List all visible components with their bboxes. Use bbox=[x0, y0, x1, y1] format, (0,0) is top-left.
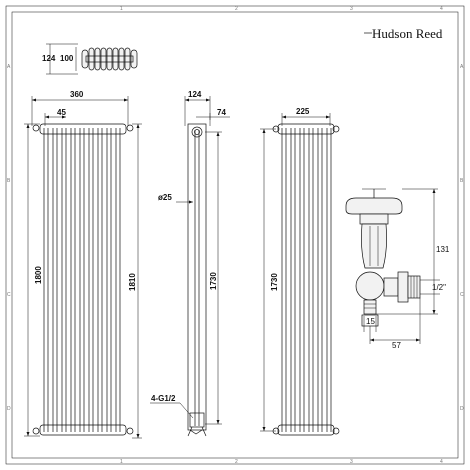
valve-height-label: 131 bbox=[436, 245, 450, 254]
side-bottom-bracket bbox=[189, 412, 205, 428]
grid-row-d: D bbox=[7, 406, 11, 412]
rear-view-columns bbox=[272, 123, 340, 436]
brand-name: Hudson Reed bbox=[372, 26, 443, 41]
front-height-inner-label: 1810 bbox=[128, 273, 137, 291]
grid-row-d-right: D bbox=[460, 406, 464, 412]
side-view-body bbox=[187, 123, 207, 431]
side-connections-label: 4-G1/2 bbox=[151, 394, 176, 403]
grid-row-labels-right: A B C D bbox=[460, 64, 464, 412]
valve-ball bbox=[355, 271, 385, 301]
side-offset-label: 74 bbox=[217, 108, 226, 117]
valve-length-label: 57 bbox=[392, 341, 401, 350]
valve-tail-label: 15 bbox=[366, 317, 375, 326]
front-height-label: 1800 bbox=[34, 266, 43, 284]
grid-col-2: 2 bbox=[235, 6, 238, 12]
grid-row-b: B bbox=[7, 178, 11, 184]
side-depth-label: 124 bbox=[188, 90, 202, 99]
grid-row-labels-left: A B C D bbox=[7, 64, 11, 412]
grid-row-a-right: A bbox=[460, 64, 464, 70]
front-view: 360 45 bbox=[24, 90, 142, 439]
valve-handle-icon bbox=[345, 197, 403, 215]
grid-col-1: 1 bbox=[120, 6, 123, 12]
grid-col-3: 3 bbox=[350, 6, 353, 12]
grid-col-3-bottom: 3 bbox=[350, 459, 353, 465]
front-view-columns bbox=[32, 123, 134, 436]
side-tube-diameter-label: ø25 bbox=[158, 193, 172, 202]
rear-connection-height-label: 1730 bbox=[270, 273, 279, 291]
grid-row-a: A bbox=[7, 64, 11, 70]
side-connection-height-label: 1730 bbox=[209, 272, 218, 290]
grid-column-labels-top: 1 2 3 4 bbox=[120, 6, 443, 12]
front-width-label: 360 bbox=[70, 90, 84, 99]
grid-row-c-right: C bbox=[460, 292, 464, 298]
brand-logo: Hudson Reed bbox=[364, 26, 443, 41]
top-section-label: 100 bbox=[60, 54, 74, 63]
side-view: 124 74 ø25 1730 4-G1/2 bbox=[150, 90, 230, 437]
rear-centres-label: 225 bbox=[296, 107, 310, 116]
valve-body bbox=[361, 223, 387, 269]
grid-col-4-bottom: 4 bbox=[440, 459, 443, 465]
grid-column-labels-bottom: 1 2 3 4 bbox=[120, 459, 443, 465]
side-top-connection bbox=[191, 126, 203, 138]
top-view-sections bbox=[81, 47, 138, 71]
grid-col-1-bottom: 1 bbox=[120, 459, 123, 465]
valve-thread-label: 1/2" bbox=[432, 283, 446, 292]
rear-view: 225 1730 bbox=[260, 107, 340, 436]
drawing-border-inner bbox=[11, 11, 459, 459]
front-spacing-label: 45 bbox=[57, 108, 66, 117]
grid-row-c: C bbox=[7, 292, 11, 298]
grid-row-b-right: B bbox=[460, 178, 464, 184]
top-view: 124 100 bbox=[42, 43, 138, 75]
top-depth-label: 124 bbox=[42, 54, 56, 63]
valve-tail-nut bbox=[397, 271, 409, 303]
drawing-border-outer bbox=[5, 5, 465, 465]
grid-col-2-bottom: 2 bbox=[235, 459, 238, 465]
valve-detail: 131 1/2" 15 57 bbox=[345, 188, 450, 350]
grid-col-4: 4 bbox=[440, 6, 443, 12]
